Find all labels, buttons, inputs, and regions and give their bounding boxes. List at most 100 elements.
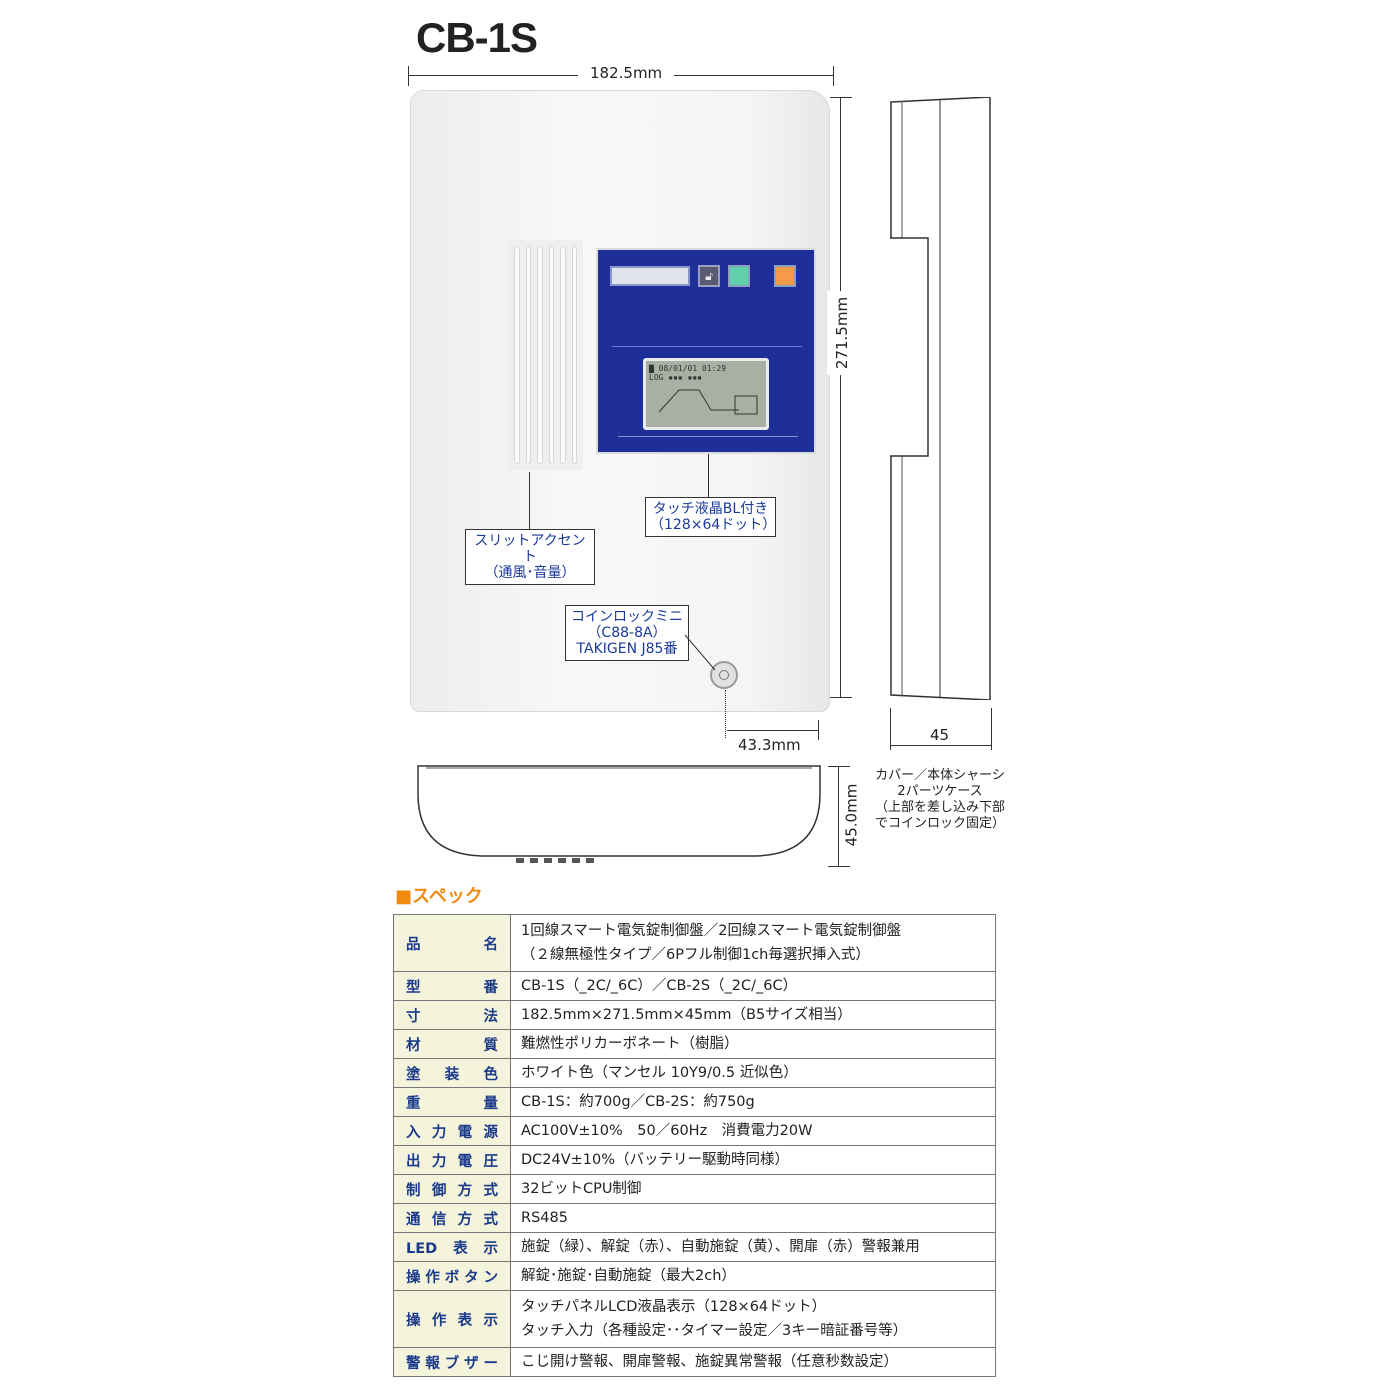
callout-text: （128×64ドット）	[650, 517, 777, 533]
callout-text: スリットアクセント	[474, 533, 586, 565]
spec-value: 32ビットCPU制御	[510, 1174, 996, 1204]
dim-guide	[725, 690, 726, 738]
spec-label: 型番	[393, 971, 511, 1001]
spec-value-line: 難燃性ポリカーボネート（樹脂）	[521, 1036, 739, 1052]
lock-dimension-line	[727, 730, 818, 731]
spec-row: 出力電圧 DC24V±10%（バッテリー駆動時同様）	[393, 1145, 996, 1175]
spec-row: 操作表示タッチパネルLCD液晶表示（128×64ドット）タッチ入力（各種設定･･…	[393, 1290, 996, 1348]
spec-value: 182.5mm×271.5mm×45mm（B5サイズ相当）	[510, 1000, 996, 1030]
depth-dimension-line	[890, 745, 992, 746]
spec-value-line: CB-1S（_2C/_6C）／CB-2S（_2C/_6C）	[521, 978, 798, 994]
dim-tick	[991, 708, 992, 750]
spec-value: 解錠･施錠･自動施錠（最大2ch）	[510, 1261, 996, 1291]
lock-callout: コインロックミニ（C88-8A）TAKIGEN J85番	[565, 605, 689, 661]
width-dimension-label: 182.5mm	[578, 64, 675, 82]
callout-text: （C88-8A）	[587, 625, 667, 641]
dim-tick	[890, 708, 891, 750]
green-button	[728, 265, 750, 287]
leader-line	[529, 472, 530, 529]
label-window	[610, 266, 690, 286]
spec-value-line: DC24V±10%（バッテリー駆動時同様）	[521, 1152, 790, 1168]
spec-row: 寸法 182.5mm×271.5mm×45mm（B5サイズ相当）	[393, 1000, 996, 1030]
spec-label: 制御方式	[393, 1174, 511, 1204]
spec-row: LED表示施錠（緑）、解錠（赤）、自動施錠（黄）、開扉（赤）警報兼用	[393, 1232, 996, 1262]
spec-value: ホワイト色（マンセル 10Y9/0.5 近似色）	[510, 1058, 996, 1088]
spec-label: 品名	[393, 914, 511, 972]
slit-grille	[508, 240, 583, 470]
dim-tick	[828, 766, 850, 767]
bottom-depth-dimension-label: 45.0mm	[842, 781, 861, 849]
spec-row: 型番 CB-1S（_2C/_6C）／CB-2S（_2C/_6C）	[393, 971, 996, 1001]
spec-value-line: 解錠･施錠･自動施錠（最大2ch）	[521, 1268, 736, 1284]
callout-text: （通風･音量）	[484, 565, 576, 581]
spec-value: 難燃性ポリカーボネート（樹脂）	[510, 1029, 996, 1059]
spec-row: 品名 1回線スマート電気錠制御盤／2回線スマート電気錠制御盤 （２線無極性タイプ／6…	[393, 914, 996, 972]
spec-heading: ■スペック	[395, 886, 483, 907]
note-line: （上部を差し込み下部	[874, 800, 1005, 815]
spec-row: 材質難燃性ポリカーボネート（樹脂）	[393, 1029, 996, 1059]
spec-value-line: CB-1S：約700g／CB-2S：約750g	[521, 1094, 755, 1110]
callout-text: TAKIGEN J85番	[576, 641, 678, 657]
spec-value: RS485	[510, 1203, 996, 1233]
spec-value-line: （２線無極性タイプ／6Pフル制御1ch毎選択挿入式）	[521, 947, 870, 963]
brand-line	[618, 436, 798, 437]
spec-value-line: 32ビットCPU制御	[521, 1181, 642, 1197]
dim-tick	[828, 866, 850, 867]
bottom-depth-dimension-line	[838, 766, 839, 866]
spec-row: 重量 CB-1S：約700g／CB-2S：約750g	[393, 1087, 996, 1117]
lock-dimension-label: 43.3mm	[732, 736, 807, 754]
spec-value-line: タッチパネルLCD液晶表示（128×64ドット）	[521, 1299, 827, 1315]
spec-label: 入力電源	[393, 1116, 511, 1146]
spec-label: LED表示	[393, 1232, 511, 1262]
note-line: カバー／本体シャーシ	[875, 768, 1005, 783]
spec-value-line: 施錠（緑）、解錠（赤）、自動施錠（黄）、開扉（赤）警報兼用	[521, 1239, 920, 1255]
depth-dimension-label: 45	[930, 726, 950, 744]
spec-label: 出力電圧	[393, 1145, 511, 1175]
spec-label: 操作表示	[393, 1290, 511, 1348]
spec-value: 1回線スマート電気錠制御盤／2回線スマート電気錠制御盤 （２線無極性タイプ／6Pフ…	[510, 914, 996, 972]
spec-value: AC100V±10% 50／60Hz 消費電力20W	[510, 1116, 996, 1146]
spec-label: 重量	[393, 1087, 511, 1117]
spec-label: 塗装色	[393, 1058, 511, 1088]
spec-table: 品名 1回線スマート電気錠制御盤／2回線スマート電気錠制御盤 （２線無極性タイプ／6…	[393, 914, 996, 1377]
callout-text: タッチ液晶BL付き	[652, 501, 769, 517]
callout-text: コインロックミニ	[571, 609, 683, 625]
height-dimension-label: 271.5mm	[827, 290, 858, 376]
spec-value-line: こじ開け警報、開扉警報、施錠異常警報（任意秒数設定）	[521, 1354, 898, 1370]
panel-divider	[612, 346, 802, 347]
spec-value: CB-1S（_2C/_6C）／CB-2S（_2C/_6C）	[510, 971, 996, 1001]
dim-tick	[408, 66, 409, 86]
spec-value-line: AC100V±10% 50／60Hz 消費電力20W	[521, 1123, 813, 1139]
spec-label: 寸法	[393, 1000, 511, 1030]
spec-value-line: 1回線スマート電気錠制御盤／2回線スマート電気錠制御盤	[521, 923, 902, 939]
lock-icon: 🔓︎	[698, 265, 720, 287]
dim-tick	[830, 97, 852, 98]
spec-value: タッチパネルLCD液晶表示（128×64ドット）タッチ入力（各種設定･･タイマー…	[510, 1290, 996, 1348]
height-dimension-line	[840, 97, 841, 697]
orange-button	[774, 265, 796, 287]
product-title: CB-1S	[416, 14, 538, 61]
coin-lock-icon	[710, 661, 738, 689]
spec-row: 入力電源 AC100V±10% 50／60Hz 消費電力20W	[393, 1116, 996, 1146]
dim-tick	[830, 697, 852, 698]
spec-value: CB-1S：約700g／CB-2S：約750g	[510, 1087, 996, 1117]
spec-value-line: 182.5mm×271.5mm×45mm（B5サイズ相当）	[521, 1007, 852, 1023]
device-side-view	[890, 97, 991, 700]
leader-line	[708, 454, 709, 498]
spec-value: DC24V±10%（バッテリー駆動時同様）	[510, 1145, 996, 1175]
dim-tick	[818, 720, 819, 740]
dim-tick	[833, 66, 834, 86]
slit-callout: スリットアクセント（通風･音量）	[465, 529, 595, 585]
note-line: でコインロック固定）	[874, 816, 1005, 831]
spec-row: 警報ブザーこじ開け警報、開扉警報、施錠異常警報（任意秒数設定）	[393, 1347, 996, 1377]
spec-value-line: ホワイト色（マンセル 10Y9/0.5 近似色）	[521, 1065, 798, 1081]
spec-label: 材質	[393, 1029, 511, 1059]
spec-row: 制御方式 32ビットCPU制御	[393, 1174, 996, 1204]
lcd-callout: タッチ液晶BL付き（128×64ドット）	[645, 497, 776, 537]
spec-value: こじ開け警報、開扉警報、施錠異常警報（任意秒数設定）	[510, 1347, 996, 1377]
device-bottom-view	[417, 765, 821, 863]
